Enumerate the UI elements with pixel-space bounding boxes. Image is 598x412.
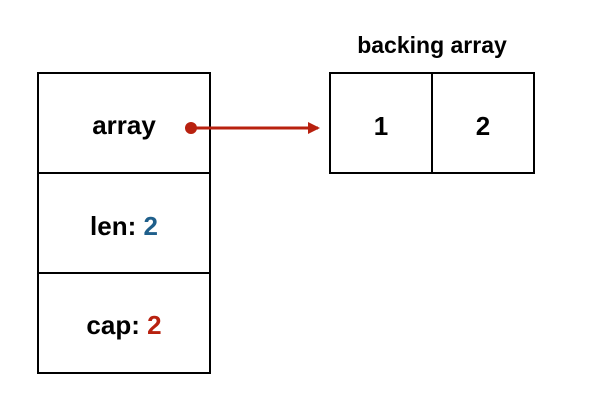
pointer-arrow	[185, 122, 320, 134]
backing-array: backing array 1 2	[329, 32, 535, 174]
cap-field-value: 2	[147, 310, 161, 340]
array-field-label: array	[92, 110, 156, 140]
backing-array-cell: 1	[374, 111, 388, 141]
backing-array-cell: 2	[476, 111, 490, 141]
len-field-label: len:	[90, 211, 143, 241]
slice-header-box	[37, 72, 211, 374]
cap-field-label: cap:	[86, 310, 147, 340]
cap-field: cap: 2	[86, 310, 161, 340]
slice-header: array len: 2 cap: 2	[37, 72, 211, 374]
backing-array-title: backing array	[357, 32, 507, 58]
len-field: len: 2	[90, 211, 158, 241]
len-field-value: 2	[143, 211, 157, 241]
